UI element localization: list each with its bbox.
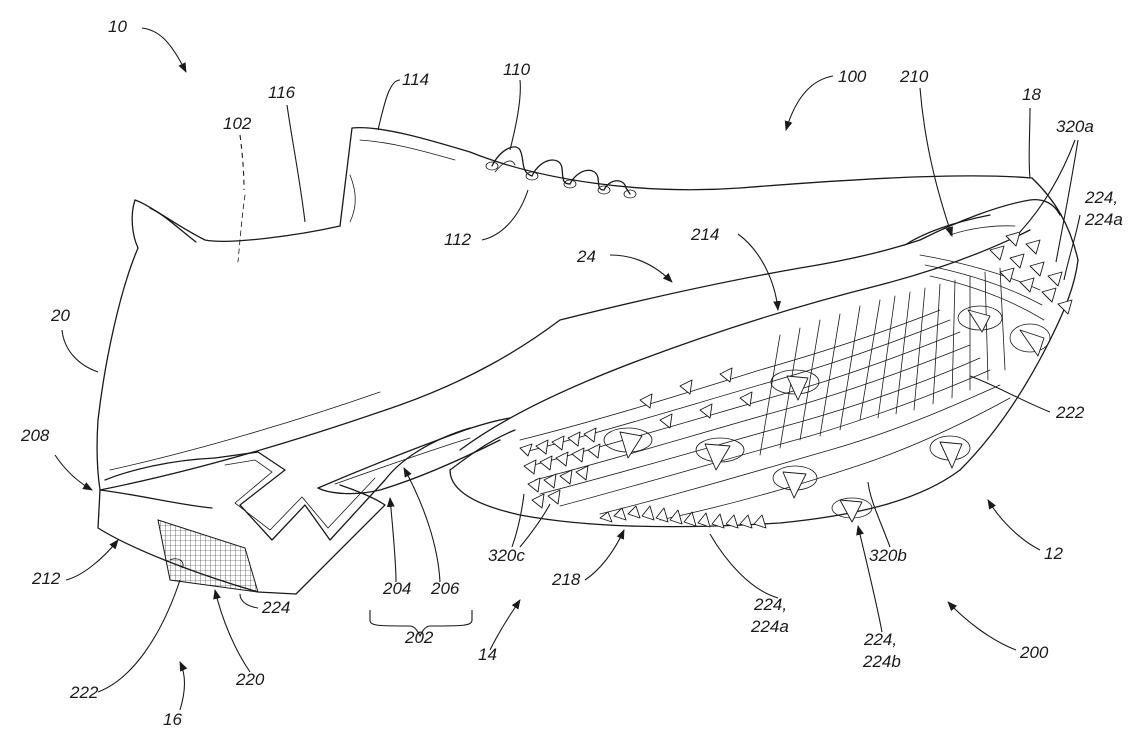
sole-plate — [450, 200, 1078, 528]
ref-label-224-top: 224, — [1084, 188, 1118, 207]
reference-labels: 10 116 114 110 100 210 18 320a 102 224, … — [20, 17, 1123, 729]
ref-label-112: 112 — [444, 230, 472, 249]
ref-label-218: 218 — [551, 570, 581, 589]
ref-label-224a-top: 224a — [1084, 210, 1123, 229]
ref-label-320b: 320b — [869, 546, 907, 565]
midfoot-shank — [318, 418, 515, 494]
ref-label-14: 14 — [478, 645, 497, 664]
leader-lines — [55, 28, 1080, 710]
ref-label-100: 100 — [838, 67, 867, 86]
ref-label-16: 16 — [163, 710, 182, 729]
ref-label-214: 214 — [690, 225, 719, 244]
ref-label-224-mid: 224, — [753, 595, 787, 614]
ref-label-222-left: 222 — [69, 683, 99, 702]
ref-label-208: 208 — [20, 426, 50, 445]
ref-label-200: 200 — [1019, 643, 1049, 662]
ref-label-202: 202 — [404, 628, 434, 647]
ref-label-18: 18 — [1022, 85, 1041, 104]
ref-label-12: 12 — [1044, 544, 1063, 563]
ref-label-224-heel: 224 — [261, 598, 290, 617]
ref-label-220: 220 — [235, 670, 265, 689]
ref-label-24: 24 — [576, 247, 596, 266]
ref-label-110: 110 — [503, 60, 531, 79]
ref-label-10: 10 — [108, 17, 127, 36]
ref-label-116: 116 — [268, 83, 296, 102]
ref-label-224-bottom: 224, — [863, 630, 897, 649]
ref-label-210: 210 — [899, 67, 929, 86]
ref-label-222-right: 222 — [1055, 403, 1085, 422]
ref-label-114: 114 — [402, 70, 429, 89]
ref-label-20: 20 — [50, 306, 70, 325]
ref-label-102: 102 — [223, 114, 252, 133]
ref-label-206: 206 — [430, 579, 460, 598]
heel-region — [98, 428, 470, 594]
lace — [486, 147, 636, 198]
ref-label-320c: 320c — [488, 546, 525, 565]
ref-label-224b: 224b — [862, 652, 901, 671]
ref-label-204: 204 — [382, 579, 411, 598]
ref-label-224a-mid: 224a — [750, 617, 789, 636]
ref-label-320a: 320a — [1056, 117, 1094, 136]
ref-label-212: 212 — [31, 569, 61, 588]
